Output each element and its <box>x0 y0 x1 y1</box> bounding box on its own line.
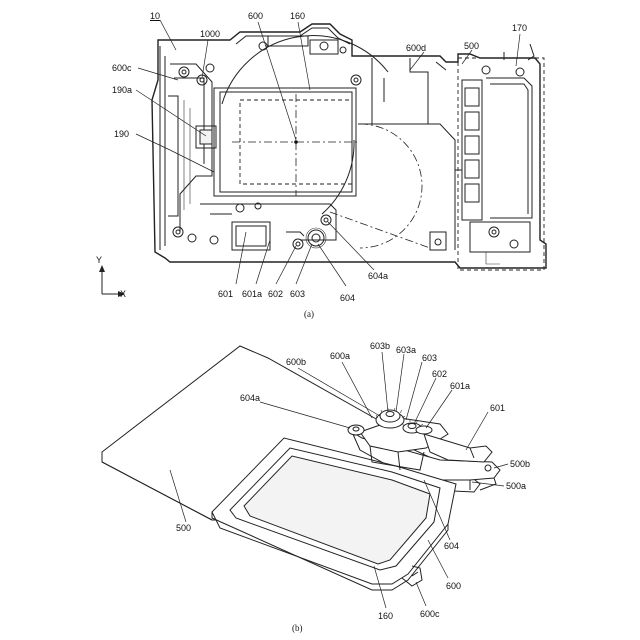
label-b-602: 602 <box>432 370 447 379</box>
label-601: 601 <box>218 290 233 299</box>
label-b-600c: 600c <box>420 610 440 619</box>
label-160: 160 <box>290 12 305 21</box>
label-604a: 604a <box>368 272 388 281</box>
figure-b-isometric <box>102 346 500 590</box>
label-b-500a: 500a <box>506 482 526 491</box>
label-b-603: 603 <box>422 354 437 363</box>
label-603: 603 <box>290 290 305 299</box>
label-b-604: 604 <box>444 542 459 551</box>
label-1000: 1000 <box>200 30 220 39</box>
axis-label-x: X <box>120 290 126 299</box>
label-b-601a: 601a <box>450 382 470 391</box>
label-500: 500 <box>464 42 479 51</box>
caption-b: (b) <box>292 624 303 633</box>
label-b-600: 600 <box>446 582 461 591</box>
label-b-600b: 600b <box>286 358 306 367</box>
label-b-500: 500 <box>176 524 191 533</box>
label-601a: 601a <box>242 290 262 299</box>
label-600d: 600d <box>406 44 426 53</box>
label-190: 190 <box>114 130 129 139</box>
label-b-603b: 603b <box>370 342 390 351</box>
figure-a-camera-body <box>99 24 546 297</box>
label-10: 10 <box>150 12 160 21</box>
label-b-500b: 500b <box>510 460 530 469</box>
label-b-601: 601 <box>490 404 505 413</box>
label-600c: 600c <box>112 64 132 73</box>
label-600: 600 <box>248 12 263 21</box>
axis-label-y: Y <box>96 256 102 265</box>
caption-a: (a) <box>304 310 314 319</box>
label-170: 170 <box>512 24 527 33</box>
label-602: 602 <box>268 290 283 299</box>
label-b-600a: 600a <box>330 352 350 361</box>
label-b-604a: 604a <box>240 394 260 403</box>
label-604: 604 <box>340 294 355 303</box>
label-b-603a: 603a <box>396 346 416 355</box>
label-b-160: 160 <box>378 612 393 621</box>
label-190a: 190a <box>112 86 132 95</box>
